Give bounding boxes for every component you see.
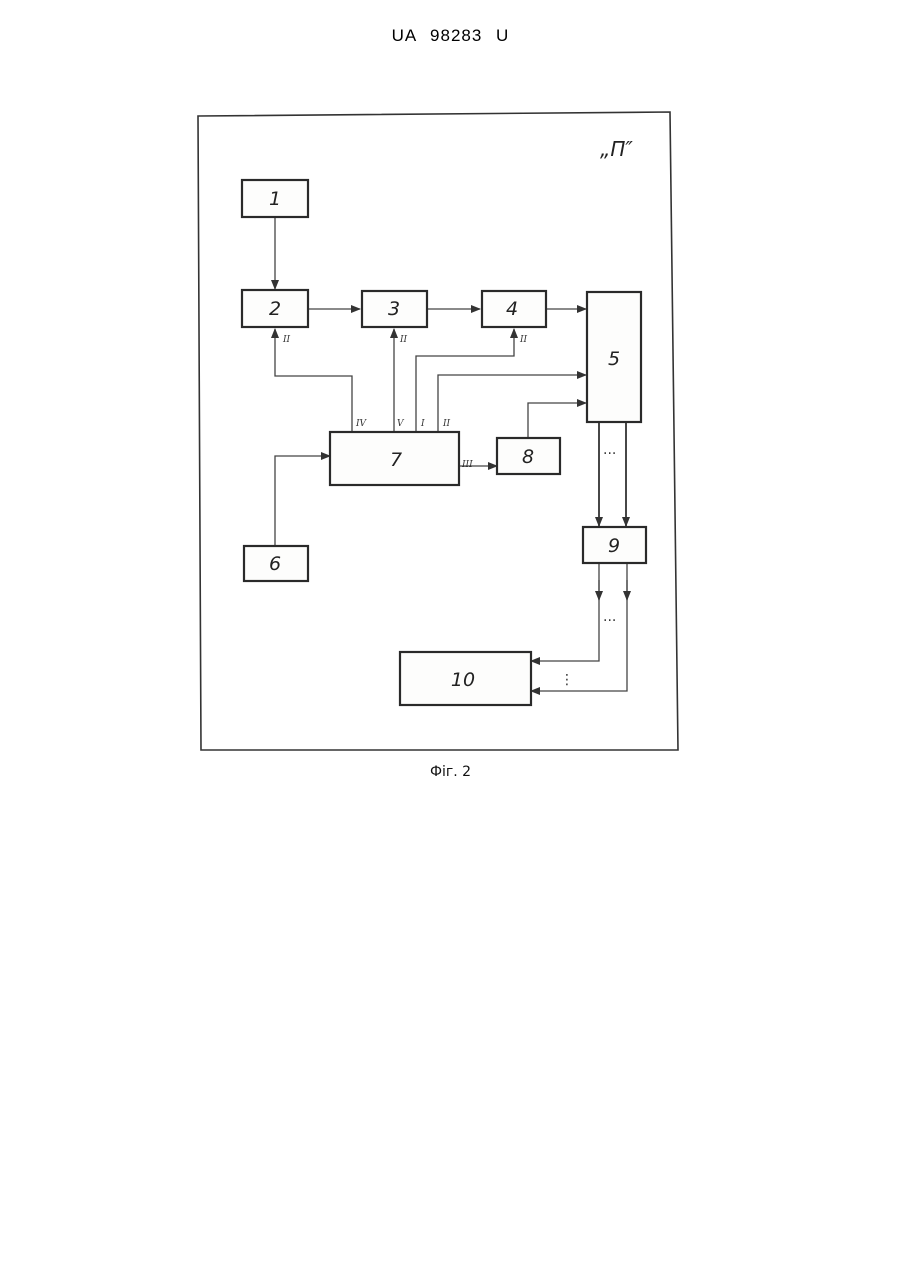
block-1: 1 [242,180,308,217]
block-5: 5 [587,292,641,422]
svg-text:7: 7 [390,449,402,471]
svg-text:5: 5 [608,348,620,370]
signal-label-to-3: II [399,335,408,345]
ellipsis-bus-5-9: ··· [603,446,616,462]
block-4: 4 [482,291,546,327]
figure-caption: Фіг. 2 [0,764,901,780]
block-10: 10 [400,652,531,705]
signal-label-i: I [420,419,425,429]
block-3: 3 [362,291,427,327]
signal-label-v: V [397,419,405,429]
svg-text:1: 1 [269,188,281,210]
ellipsis-vertical: ⋮ [560,672,574,688]
svg-text:2: 2 [269,298,281,320]
svg-text:3: 3 [388,298,400,320]
block-7: 7 [330,432,459,485]
svg-text:4: 4 [506,298,518,320]
block-8: 8 [497,438,560,474]
block-2: 2 [242,290,308,327]
signal-label-iv: IV [355,419,368,429]
signal-label-to-2: II [282,335,291,345]
signal-label-iii: III [461,460,473,470]
block-6: 6 [244,546,308,581]
svg-text:10: 10 [451,669,475,691]
block-9: 9 [583,527,646,563]
signal-label-ii: II [442,419,451,429]
svg-text:9: 9 [608,535,620,557]
corner-label: „П″ [600,137,633,161]
svg-text:8: 8 [522,446,534,468]
svg-text:6: 6 [269,553,281,575]
ellipsis-bus-9-10: ··· [603,613,616,629]
signal-label-to-4: II [519,335,528,345]
